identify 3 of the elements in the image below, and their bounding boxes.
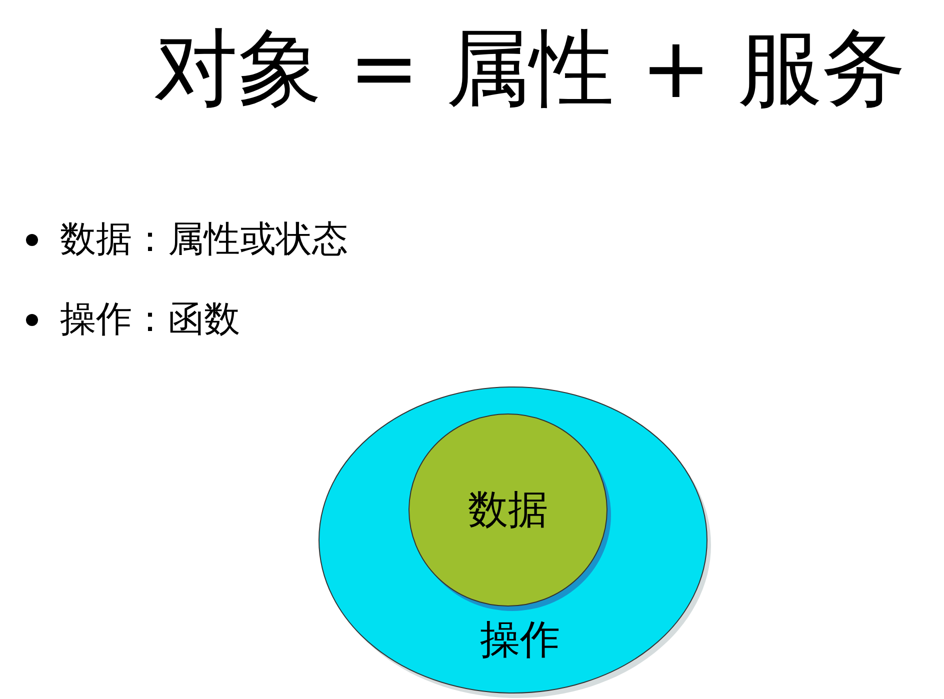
slide-title: 对象 = 属性 + 服务	[153, 18, 907, 118]
bullet-text: 数据：属性或状态	[60, 218, 348, 262]
bullet-text: 操作：函数	[60, 298, 240, 342]
